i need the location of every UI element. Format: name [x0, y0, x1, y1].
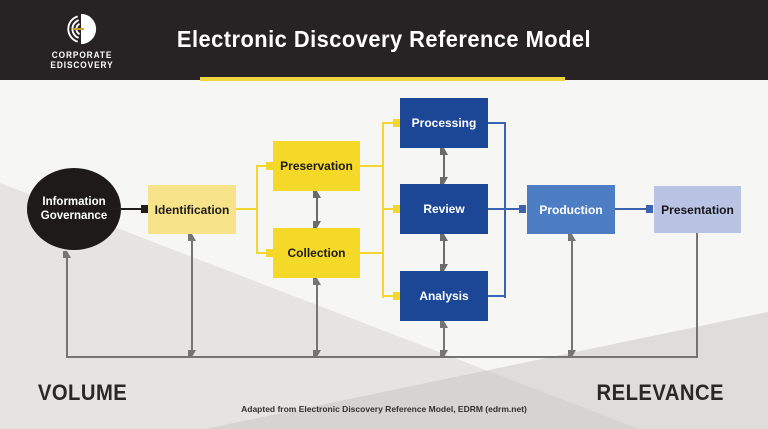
arrow-production-presentation-line — [615, 208, 646, 210]
node-production: Production — [527, 185, 615, 234]
gray-arrowhead-down — [440, 177, 448, 184]
arrow-review-production-head — [519, 205, 526, 213]
axis-label-relevance: RELEVANCE — [596, 380, 725, 405]
yellow-connector-line — [382, 208, 393, 210]
yellow-connector-trunk — [382, 122, 384, 298]
logo-line2: EDISCOVERY — [50, 60, 114, 70]
blue-connector-line — [488, 122, 506, 124]
gray-arrowhead-down — [440, 264, 448, 271]
corporate-ediscovery-logo: CORPORATE EDISCOVERY — [36, 8, 128, 74]
yellow-connector-line — [256, 252, 266, 254]
gray-double-arrow-line — [316, 197, 318, 222]
logo-line1: CORPORATE — [51, 50, 113, 60]
page-title: Electronic Discovery Reference Model — [176, 26, 592, 52]
arrow-review-production-line — [488, 208, 519, 210]
logo-sonar-icon — [67, 13, 97, 45]
feedback-arrowhead-up — [188, 234, 196, 241]
feedback-arrowhead-up — [313, 278, 321, 285]
node-preservation: Preservation — [273, 141, 360, 191]
yellow-arrowhead-review — [393, 205, 400, 213]
feedback-arrowhead-up — [440, 321, 448, 328]
yellow-arrowhead-analysis — [393, 292, 400, 300]
feedback-line — [66, 257, 68, 357]
feedback-loop-baseline — [66, 356, 698, 358]
arrow-production-presentation-head — [646, 205, 653, 213]
gray-double-arrow-line — [443, 154, 445, 178]
yellow-connector-line — [256, 165, 266, 167]
arrow-infogov-identification-head — [141, 205, 148, 213]
feedback-arrowhead-down — [188, 350, 196, 357]
yellow-connector-line — [236, 208, 258, 210]
node-presentation: Presentation — [654, 186, 741, 233]
feedback-line — [571, 240, 573, 351]
logo-wordmark: CORPORATE EDISCOVERY — [40, 50, 125, 70]
blue-connector-line — [488, 295, 506, 297]
yellow-connector-line — [360, 252, 384, 254]
feedback-arrowhead-infogov — [63, 251, 71, 258]
gray-arrowhead-up — [440, 234, 448, 241]
gray-double-arrow-line — [443, 240, 445, 265]
axis-label-volume: VOLUME — [37, 380, 128, 405]
yellow-arrowhead-processing — [393, 119, 400, 127]
gray-arrowhead-up — [313, 191, 321, 198]
gray-arrowhead-up — [440, 148, 448, 155]
feedback-line — [443, 327, 445, 351]
title-underline — [200, 77, 565, 81]
source-caption: Adapted from Electronic Discovery Refere… — [241, 404, 527, 414]
node-collection: Collection — [273, 228, 360, 278]
node-information-governance: Information Governance — [27, 168, 121, 250]
node-analysis: Analysis — [400, 271, 488, 321]
feedback-line — [191, 240, 193, 351]
yellow-connector-line — [256, 165, 258, 254]
blue-connector-trunk — [504, 122, 506, 298]
gray-arrowhead-down — [313, 221, 321, 228]
feedback-line-presentation — [696, 233, 698, 357]
feedback-line — [316, 284, 318, 351]
yellow-arrowhead-collection — [266, 249, 273, 257]
header-bar: CORPORATE EDISCOVERY Electronic Discover… — [0, 0, 768, 80]
yellow-connector-line — [382, 295, 393, 297]
node-review: Review — [400, 184, 488, 234]
feedback-arrowhead-up — [568, 234, 576, 241]
yellow-arrowhead-preservation — [266, 162, 273, 170]
yellow-connector-line — [360, 165, 384, 167]
yellow-connector-line — [382, 122, 393, 124]
node-processing: Processing — [400, 98, 488, 148]
arrow-infogov-identification-line — [108, 208, 141, 210]
feedback-arrowhead-down — [568, 350, 576, 357]
feedback-arrowhead-down — [440, 350, 448, 357]
feedback-arrowhead-down — [313, 350, 321, 357]
node-identification: Identification — [148, 185, 236, 234]
